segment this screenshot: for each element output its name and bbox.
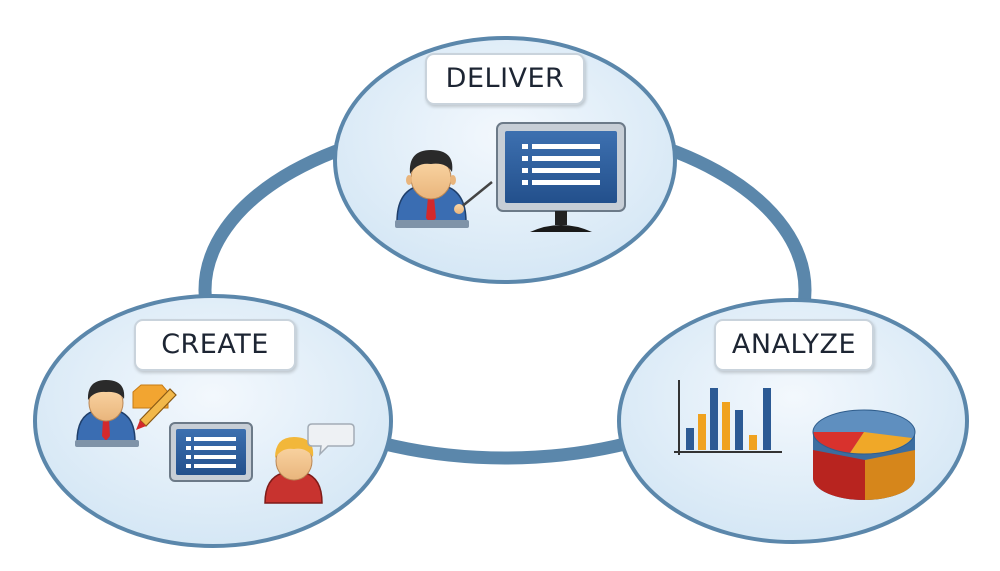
presenter-icon [395, 150, 493, 228]
document-screen-icon [169, 422, 253, 482]
bar-chart-icon [674, 380, 782, 455]
node-label-deliver: DELIVER [425, 53, 585, 105]
author-icon [75, 380, 139, 447]
node-create [33, 294, 393, 548]
pencil-icon [132, 384, 177, 430]
speech-bubble-icon [307, 423, 355, 457]
node-deliver [333, 36, 677, 284]
node-analyze [617, 298, 969, 544]
monitor-icon [496, 122, 626, 232]
reviewer-icon [264, 437, 323, 504]
pie-chart-icon [812, 409, 916, 501]
node-label-analyze: ANALYZE [714, 319, 874, 371]
node-label-create: CREATE [134, 319, 296, 371]
